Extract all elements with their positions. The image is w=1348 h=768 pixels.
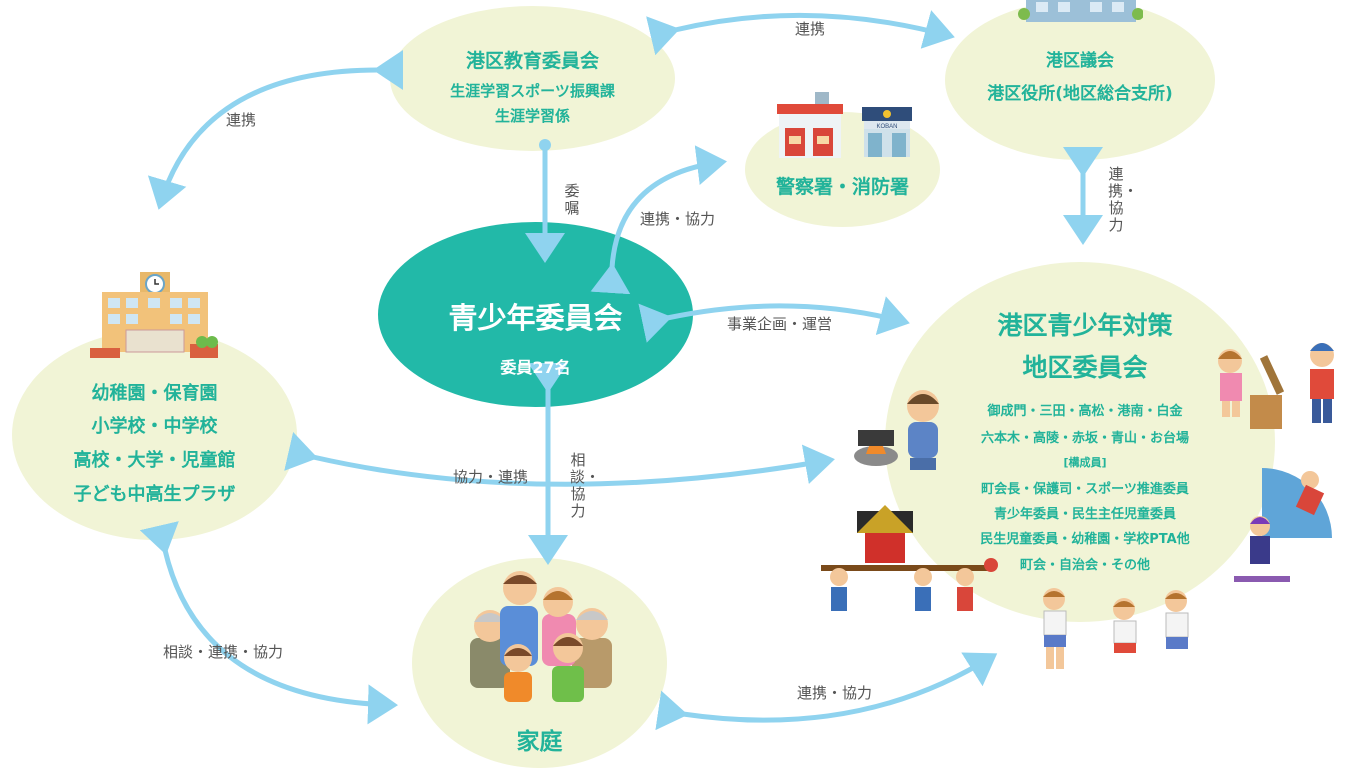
arrow-planning [638, 296, 910, 343]
district-line-4: 町会長・保護司・スポーツ推進委員 [981, 482, 1189, 497]
ward-council: 港区議会 [1046, 51, 1114, 71]
police-fire-title: 警察署・消防署 [775, 176, 909, 198]
skier-icon [1222, 458, 1342, 588]
arrow-family-district [655, 652, 998, 731]
label-school-link: 協力・連携 [453, 468, 529, 486]
ward-blob [945, 0, 1215, 160]
education-board-blob [390, 6, 675, 151]
city-hall-icon [1018, 0, 1144, 22]
district-line-5: 青少年委員・民生主任児童委員 [993, 507, 1176, 522]
label-edu-ward: 連携 [795, 20, 826, 38]
district-line-7: 町会・自治会・その他 [1019, 558, 1150, 573]
schools-blob [12, 330, 297, 540]
mochi-kids-icon [1210, 335, 1348, 435]
education-board-section: 生涯学習係 [494, 107, 570, 125]
running-kids-icon [1028, 585, 1208, 675]
police-box-icon: KOBAN [862, 107, 912, 157]
district-line-2: 六本木・高陵・赤坂・青山・お台場 [980, 431, 1189, 446]
district-title-2: 地区委員会 [1022, 353, 1148, 382]
schools-line-4: 子ども中高生プラザ [73, 484, 236, 505]
schools-line-2: 小学校・中学校 [91, 416, 218, 437]
svg-text:KOBAN: KOBAN [876, 124, 897, 130]
arrow-edu-school [147, 49, 404, 210]
family-blob [412, 558, 667, 768]
district-line-1: 御成門・三田・高松・港南・白金 [987, 404, 1183, 419]
youth-committee-members: 委員27名 [500, 358, 571, 377]
schools-line-3: 高校・大学・児童館 [73, 450, 236, 471]
label-ward-district: 連携・協力 [1108, 165, 1139, 234]
label-school-family: 相談・連携・協力 [163, 643, 284, 661]
schools-line-1: 幼稚園・保育園 [91, 383, 218, 404]
label-family-district: 連携・協力 [797, 684, 873, 702]
arrow-police [590, 145, 727, 295]
family-title: 家庭 [516, 729, 563, 755]
campfire-icon [848, 384, 960, 480]
children-festival-icon [815, 505, 1000, 633]
district-line-6: 民生児童委員・幼稚園・学校PTA他 [980, 532, 1190, 547]
arrow-edu-ward [646, 10, 955, 56]
label-commission: 委嘱 [564, 182, 580, 217]
district-title-1: 港区青少年対策 [997, 311, 1173, 340]
education-board-title: 港区教育委員会 [465, 50, 599, 72]
district-blob [885, 262, 1275, 622]
fire-station-icon [775, 92, 845, 158]
education-board-dept: 生涯学習スポーツ振興課 [450, 82, 615, 100]
youth-committee-title: 青少年委員会 [448, 301, 623, 335]
family-icon [468, 568, 613, 708]
label-planning: 事業企画・運営 [727, 315, 833, 333]
ward-office: 港区役所(地区総合支所) [987, 84, 1173, 104]
label-edu-school: 連携 [226, 111, 257, 129]
school-building-icon [90, 272, 218, 360]
arrow-school-family [139, 521, 398, 725]
district-line-3: [構成員] [1063, 456, 1107, 469]
label-police: 連携・協力 [640, 210, 716, 228]
label-consult-family: 相談・協力 [570, 451, 601, 520]
